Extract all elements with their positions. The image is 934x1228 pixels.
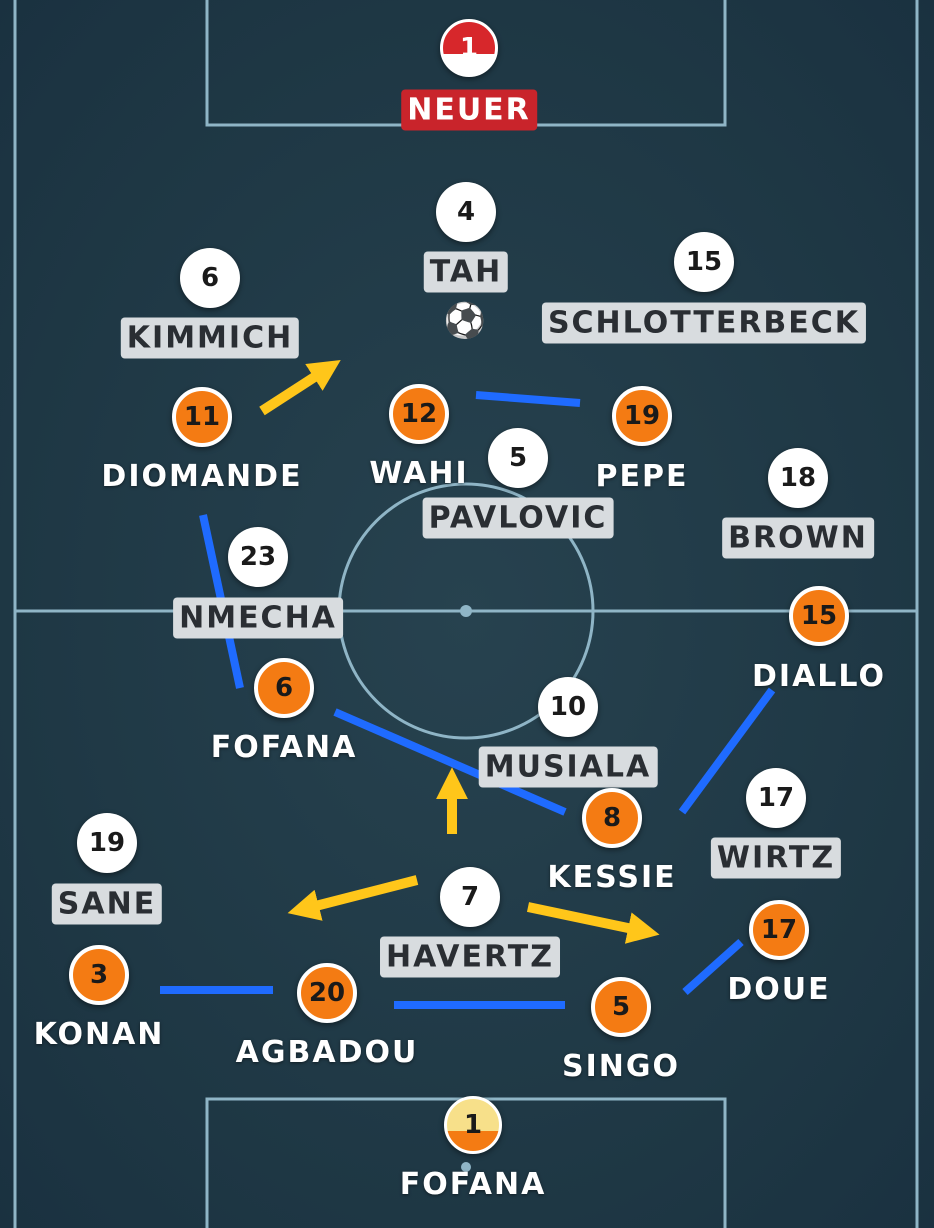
player-number: 15: [685, 247, 723, 277]
player-name-nmecha: NMECHA: [173, 597, 343, 639]
player-number: 20: [308, 978, 346, 1008]
player-number: 10: [549, 692, 587, 722]
player-name-pavlovic: PAVLOVIC: [422, 497, 614, 539]
player-name-havertz: HAVERTZ: [380, 936, 560, 978]
player-number: 6: [200, 263, 220, 293]
pass-line-kessie-diallo: [678, 687, 776, 815]
player-number: 5: [508, 443, 528, 473]
player-number: 19: [88, 828, 126, 858]
player-marker-kimmich[interactable]: 6: [180, 248, 240, 308]
player-marker-nmecha[interactable]: 23: [228, 527, 288, 587]
player-marker-diallo[interactable]: 15: [789, 586, 849, 646]
player-marker-pavlovic[interactable]: 5: [488, 428, 548, 488]
player-marker-singo[interactable]: 5: [591, 977, 651, 1037]
player-marker-fofana-gk[interactable]: 1: [444, 1096, 502, 1154]
pass-line-singo-doue: [682, 939, 744, 995]
player-name-wahi: WAHI: [369, 456, 469, 491]
player-number: 11: [183, 402, 221, 432]
player-marker-musiala[interactable]: 10: [538, 677, 598, 737]
player-number: 23: [239, 542, 277, 572]
player-number: 8: [602, 803, 622, 833]
player-name-kessie: KESSIE: [547, 860, 677, 895]
player-name-schlotterbeck: SCHLOTTERBECK: [541, 302, 867, 344]
player-number: 5: [611, 992, 631, 1022]
player-name-wirtz: WIRTZ: [710, 837, 842, 879]
player-marker-konan[interactable]: 3: [69, 945, 129, 1005]
player-name-singo: SINGO: [561, 1049, 681, 1084]
player-name-neuer: NEUER: [401, 89, 537, 131]
player-marker-kessie[interactable]: 8: [582, 788, 642, 848]
player-name-sane: SANE: [51, 883, 163, 925]
player-number: 19: [623, 401, 661, 431]
player-number: 7: [460, 882, 480, 912]
run-arrow-kimmich: [259, 360, 341, 416]
player-name-brown: BROWN: [722, 517, 874, 559]
player-name-tah: TAH: [423, 251, 509, 293]
player-marker-tah[interactable]: 4: [436, 182, 496, 242]
player-marker-fofana[interactable]: 6: [254, 658, 314, 718]
pass-line-fofana-kessie: [333, 708, 567, 816]
player-marker-pepe[interactable]: 19: [612, 386, 672, 446]
player-name-diallo: DIALLO: [752, 659, 886, 694]
player-number: 17: [757, 783, 795, 813]
player-number: 15: [800, 601, 838, 631]
player-name-kimmich: KIMMICH: [120, 317, 300, 359]
player-number: 4: [456, 197, 476, 227]
bottom-penalty-spot: [461, 1162, 471, 1172]
run-arrow-havertz-right: [526, 902, 660, 944]
player-name-musiala: MUSIALA: [478, 746, 658, 788]
player-marker-sane[interactable]: 19: [77, 813, 137, 873]
soccer-ball-icon: ⚽: [443, 301, 487, 341]
player-name-fofana: FOFANA: [210, 730, 358, 765]
player-marker-havertz[interactable]: 7: [440, 867, 500, 927]
player-number: 1: [463, 1110, 483, 1140]
player-number: 6: [274, 673, 294, 703]
player-name-konan: KONAN: [33, 1017, 165, 1052]
player-marker-wahi[interactable]: 12: [389, 384, 449, 444]
player-marker-doue[interactable]: 17: [749, 900, 809, 960]
player-number: 3: [89, 960, 109, 990]
player-marker-agbadou[interactable]: 20: [297, 963, 357, 1023]
player-marker-diomande[interactable]: 11: [172, 387, 232, 447]
player-number: 1: [459, 33, 479, 63]
player-marker-neuer[interactable]: 1: [440, 19, 498, 77]
player-name-doue: DOUE: [727, 972, 831, 1007]
player-marker-brown[interactable]: 18: [768, 448, 828, 508]
run-arrow-havertz-left: [287, 875, 419, 921]
player-name-agbadou: AGBADOU: [235, 1035, 419, 1070]
player-number: 12: [400, 399, 438, 429]
player-number: 17: [760, 915, 798, 945]
player-name-diomande: DIOMANDE: [101, 459, 303, 494]
player-name-pepe: PEPE: [595, 459, 689, 494]
centre-spot: [460, 605, 472, 617]
player-number: 18: [779, 463, 817, 493]
player-name-fofana-gk: FOFANA: [399, 1167, 547, 1202]
player-marker-wirtz[interactable]: 17: [746, 768, 806, 828]
player-marker-schlotterbeck[interactable]: 15: [674, 232, 734, 292]
pass-line-wahi-pepe: [475, 391, 581, 407]
